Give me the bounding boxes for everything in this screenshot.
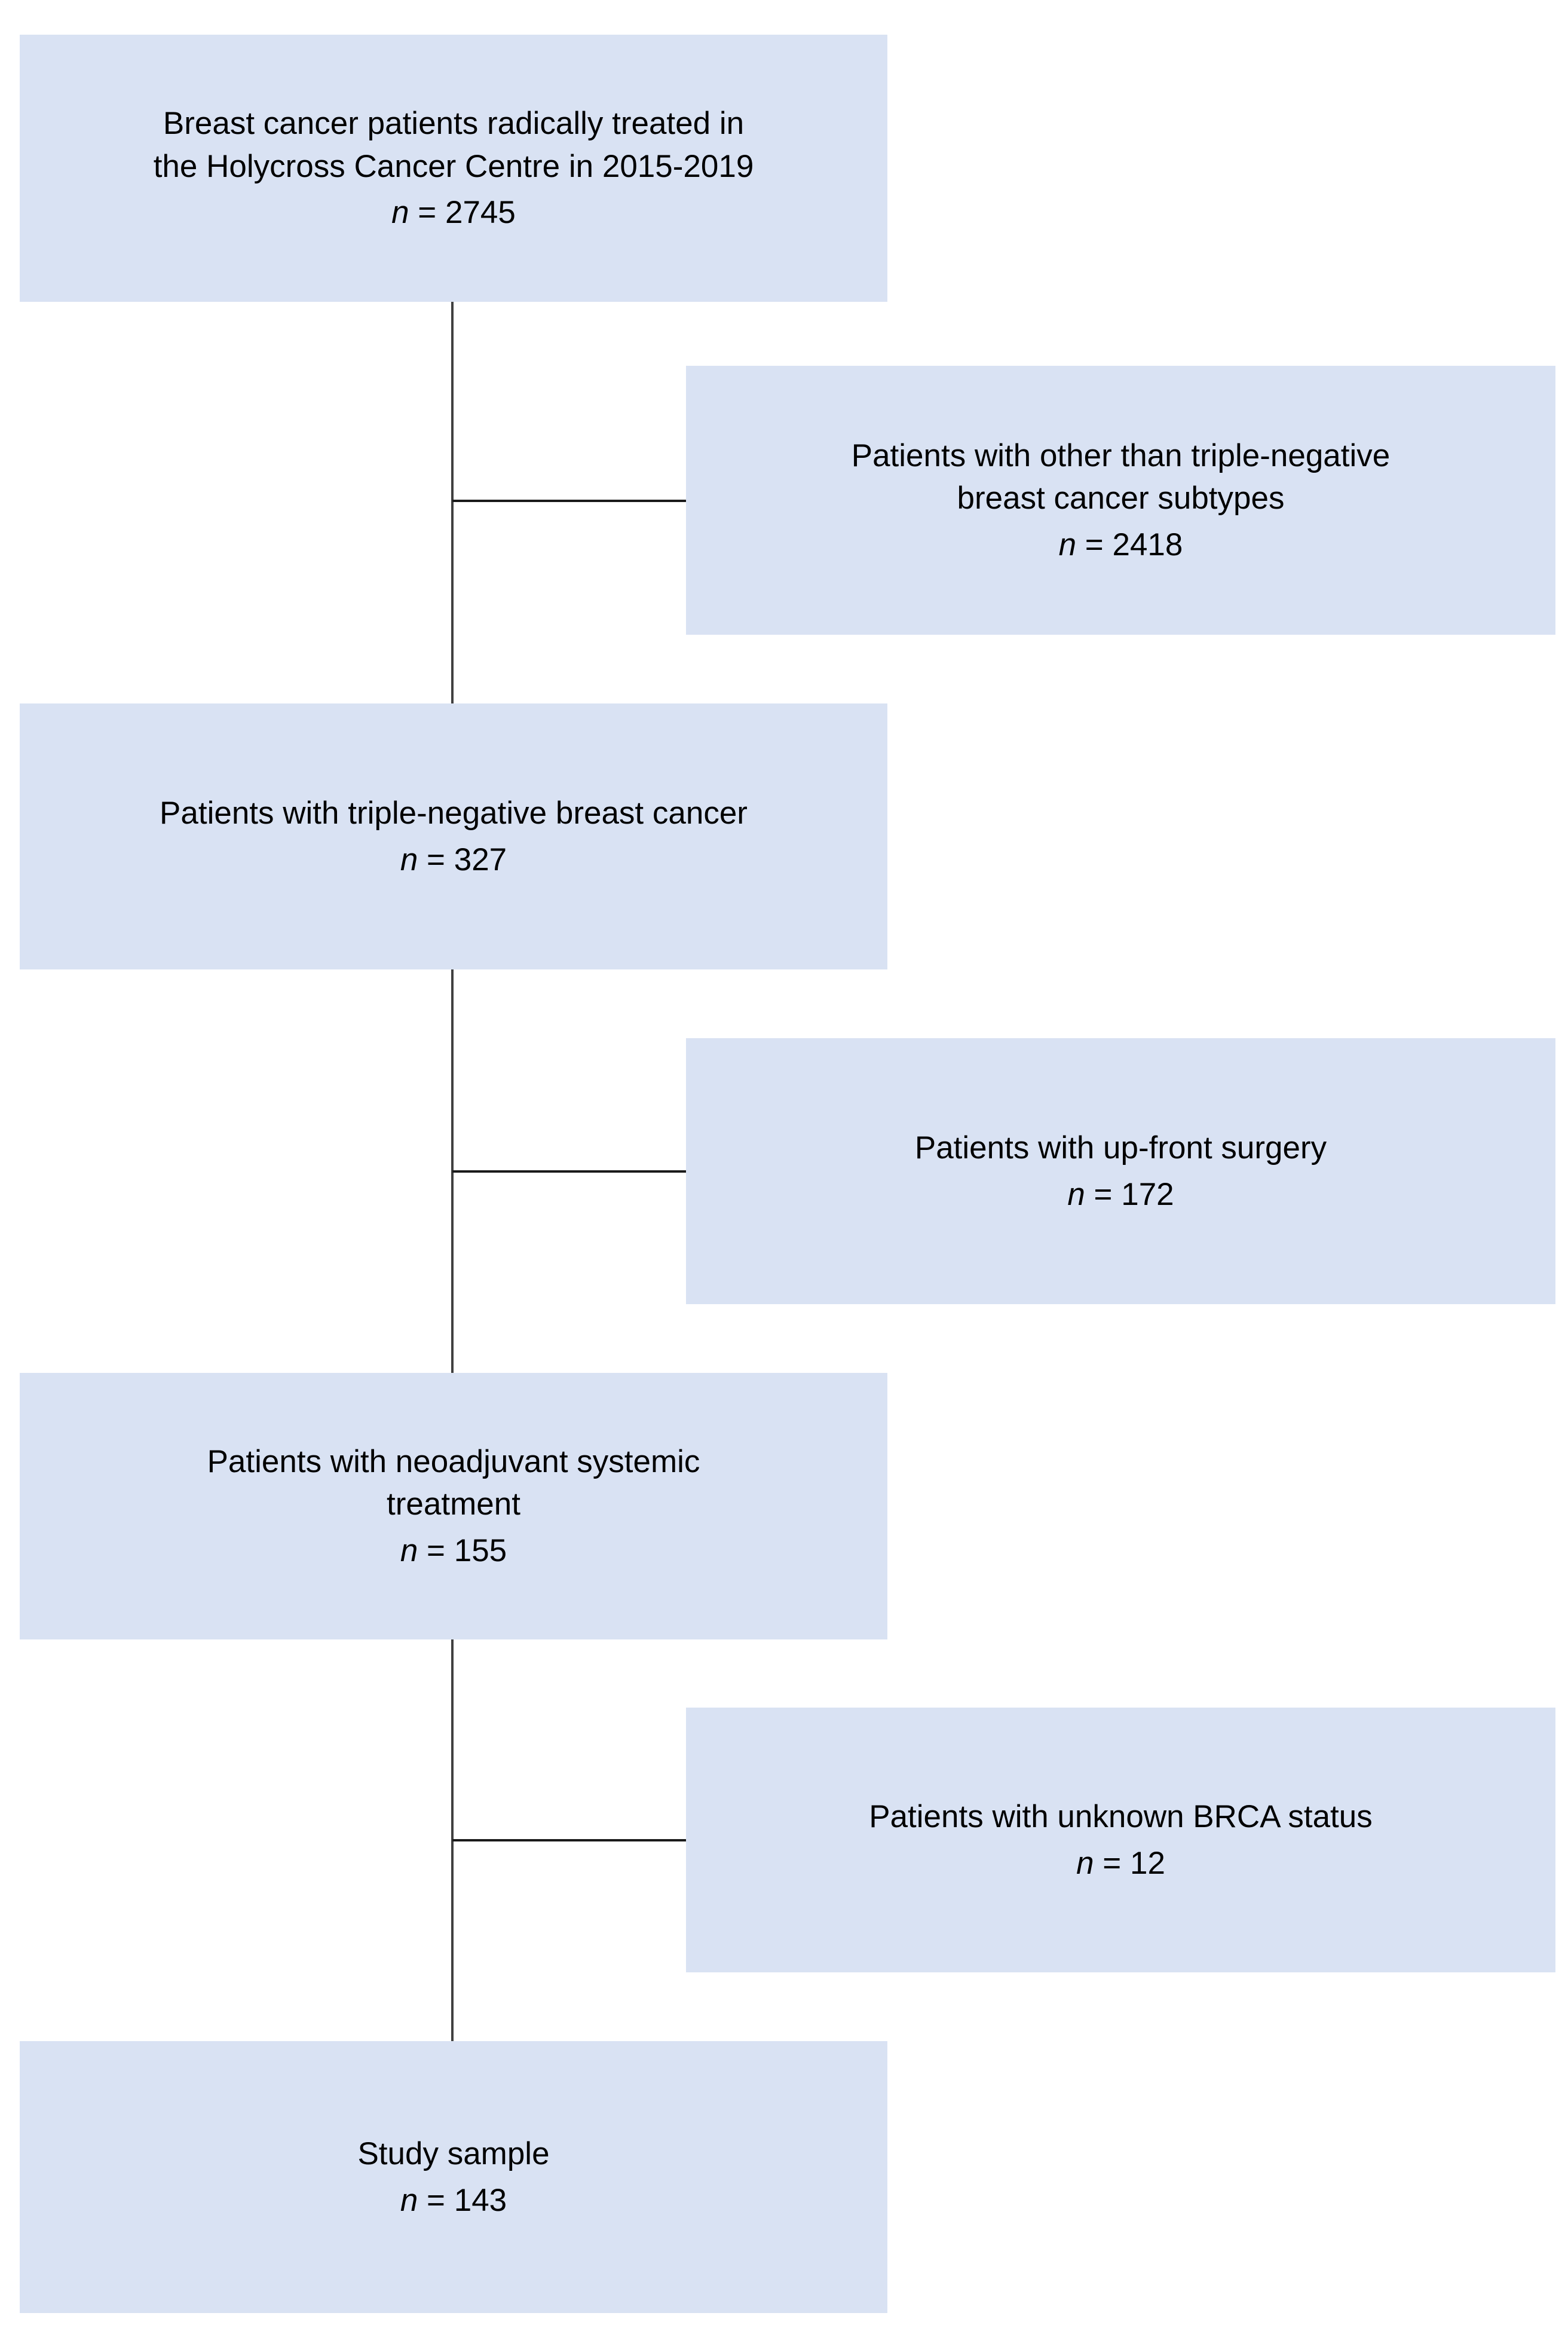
node-excluded-unknown-brca-label: Patients with unknown BRCA status — [869, 1798, 1373, 1834]
n-value: 327 — [454, 842, 507, 877]
node-triple-negative-cohort-label: Patients with triple-negative breast can… — [160, 795, 748, 831]
connector-to-excluded-brca — [452, 1839, 686, 1841]
connector-to-excluded-surgery — [452, 1170, 686, 1173]
node-neoadjuvant-cohort-count: n = 155 — [400, 1529, 507, 1573]
node-enrolled-label: Breast cancer patients radically treated… — [153, 106, 754, 184]
n-equals: = — [1076, 527, 1113, 562]
node-triple-negative-cohort: Patients with triple-negative breast can… — [20, 703, 887, 969]
node-enrolled-count: n = 2745 — [391, 191, 516, 234]
node-triple-negative-cohort-count: n = 327 — [400, 839, 507, 882]
node-excluded-other-subtypes-label: Patients with other than triple-negative… — [851, 438, 1391, 516]
node-excluded-unknown-brca-count: n = 12 — [1076, 1842, 1165, 1885]
n-equals: = — [1085, 1176, 1122, 1212]
connector-to-excluded-subtype — [452, 500, 686, 502]
n-value: 155 — [454, 1532, 507, 1568]
n-value: 172 — [1121, 1176, 1174, 1212]
n-value: 12 — [1129, 1845, 1165, 1881]
n-symbol: n — [1076, 1845, 1094, 1881]
node-study-sample-label: Study sample — [357, 2136, 550, 2171]
n-symbol: n — [1067, 1176, 1085, 1212]
n-value: 143 — [454, 2182, 507, 2218]
n-value: 2418 — [1112, 527, 1183, 562]
connector-enrolled-to-tnbc — [451, 302, 454, 703]
node-enrolled-cohort: Breast cancer patients radically treated… — [20, 35, 887, 302]
n-symbol: n — [1058, 527, 1077, 562]
n-symbol: n — [400, 842, 418, 877]
node-excluded-upfront-surgery-count: n = 172 — [1067, 1173, 1174, 1216]
n-symbol: n — [400, 1532, 418, 1568]
n-symbol: n — [400, 2182, 418, 2218]
n-symbol: n — [391, 195, 409, 231]
node-study-sample-count: n = 143 — [400, 2179, 507, 2222]
node-excluded-other-subtypes: Patients with other than triple-negative… — [686, 366, 1555, 635]
node-excluded-unknown-brca: Patients with unknown BRCA status n = 12 — [686, 1708, 1555, 1972]
n-equals: = — [1094, 1845, 1130, 1881]
node-excluded-other-subtypes-count: n = 2418 — [1059, 524, 1183, 567]
n-equals: = — [409, 195, 445, 231]
node-study-sample: Study sample n = 143 — [20, 2041, 887, 2313]
n-equals: = — [418, 1532, 454, 1568]
node-neoadjuvant-cohort: Patients with neoadjuvant systemic treat… — [20, 1373, 887, 1639]
node-excluded-upfront-surgery-label: Patients with up-front surgery — [914, 1130, 1327, 1165]
node-neoadjuvant-cohort-label: Patients with neoadjuvant systemic treat… — [207, 1443, 700, 1522]
n-equals: = — [418, 842, 454, 877]
n-equals: = — [418, 2182, 454, 2218]
n-value: 2745 — [445, 195, 516, 231]
node-excluded-upfront-surgery: Patients with up-front surgery n = 172 — [686, 1038, 1555, 1304]
